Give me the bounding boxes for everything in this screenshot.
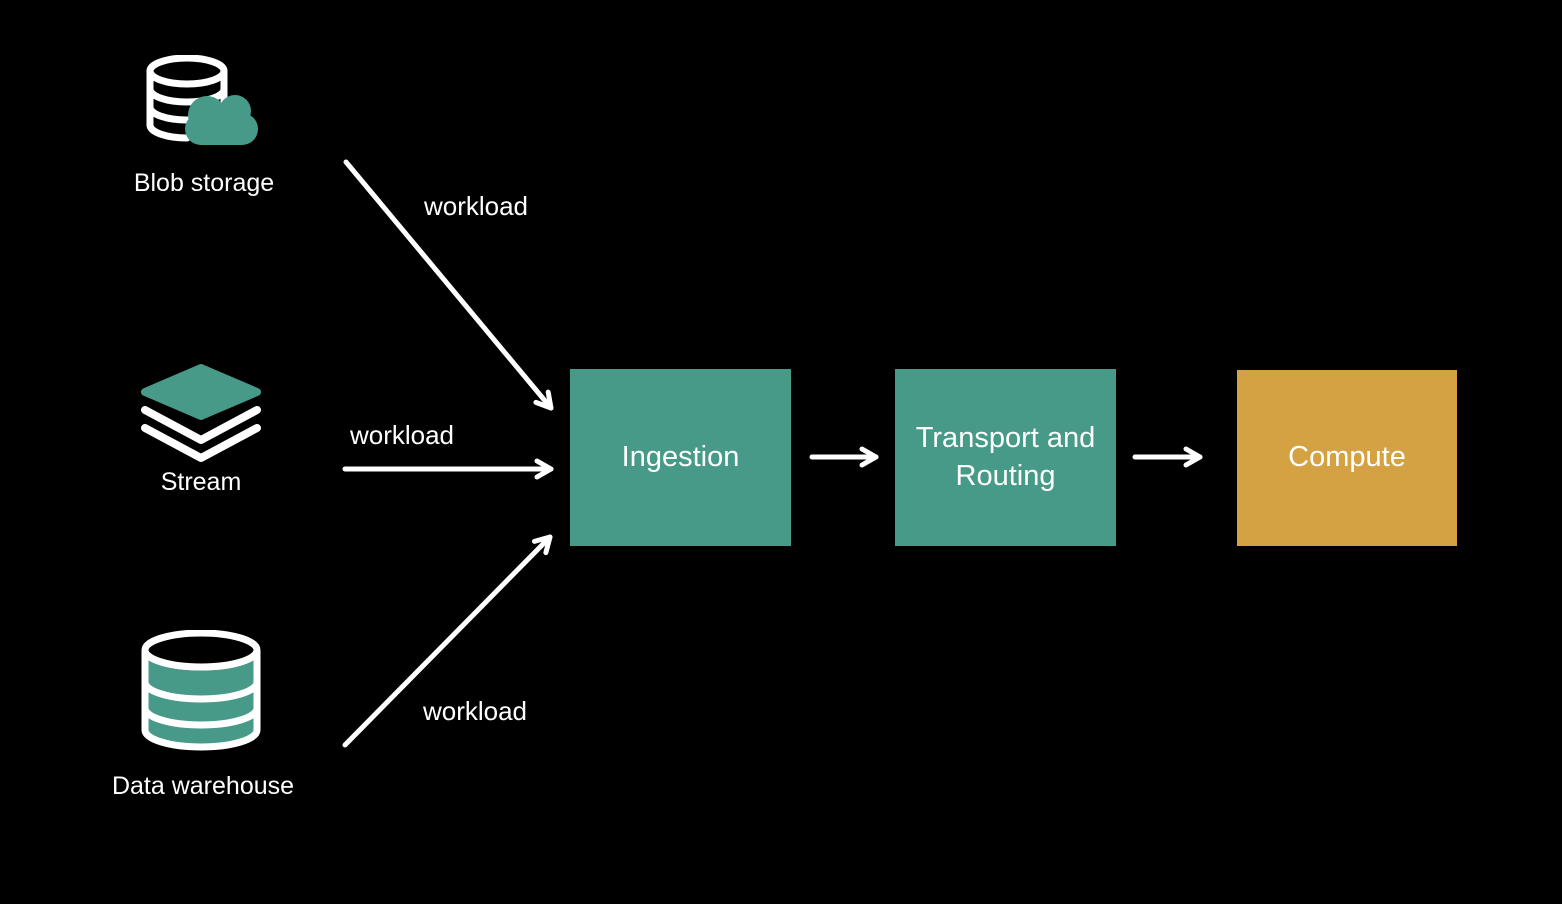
blob-storage-icon	[146, 55, 258, 145]
stream-top-layer-edge	[141, 364, 261, 420]
cloud-icon	[185, 95, 258, 145]
warehouse-top	[141, 630, 261, 671]
warehouse-bands	[141, 681, 261, 729]
workload-label-blob: workload	[423, 191, 529, 221]
node-compute: Compute	[1237, 370, 1457, 546]
stream-top-layer	[145, 368, 257, 416]
data-warehouse-label: Data warehouse	[111, 772, 295, 800]
workload-label-warehouse: workload	[422, 696, 528, 726]
node-ingestion: Ingestion	[570, 369, 791, 546]
node-compute-label: Compute	[1288, 441, 1406, 474]
node-transport-and-routing: Transport and Routing	[895, 369, 1116, 546]
stream-layers	[141, 406, 261, 462]
data-warehouse-icon	[141, 630, 261, 751]
node-transport-and-routing-label: Transport and Routing	[915, 421, 1096, 492]
blob-storage-label: Blob storage	[133, 169, 275, 197]
workload-label-stream: workload	[349, 420, 455, 450]
stream-label: Stream	[160, 468, 242, 496]
node-ingestion-label: Ingestion	[621, 440, 740, 473]
stream-icon	[141, 364, 261, 462]
